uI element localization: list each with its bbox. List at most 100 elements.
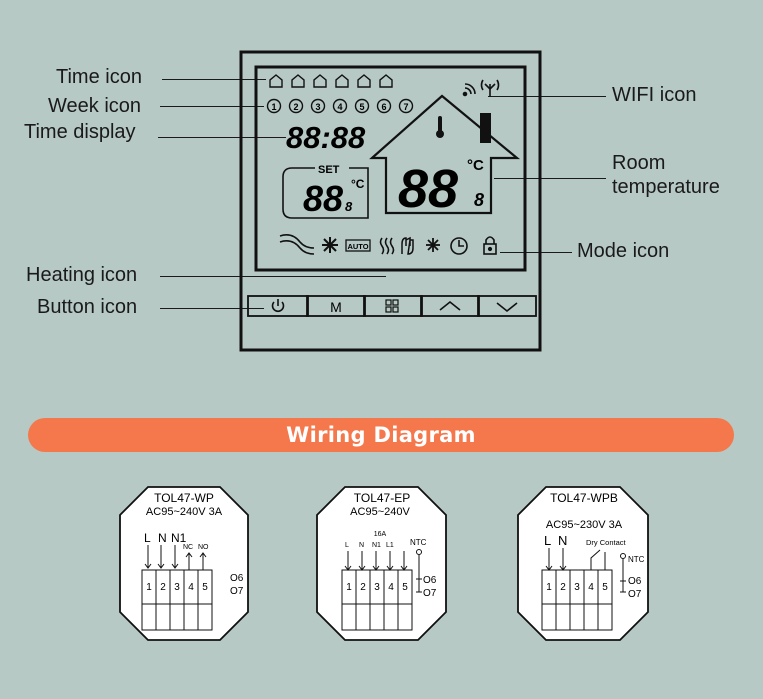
leader-heating-icon [160, 276, 386, 277]
wire-label: N1 [372, 542, 381, 549]
menu-button[interactable] [363, 295, 423, 317]
week-day-circle [332, 98, 348, 114]
module-rating: AC95~240V [350, 506, 410, 518]
schedule-house-icon [357, 74, 371, 88]
terminal-number: 5 [202, 582, 208, 593]
power-icon [271, 299, 285, 313]
week-day-6: 6 [381, 102, 386, 112]
terminal-number: 1 [346, 582, 352, 593]
week-day-circle [354, 98, 370, 114]
leader-button-icon [160, 308, 264, 309]
set-temp-decimal: 8 [345, 199, 353, 214]
week-day-circle [266, 98, 282, 114]
clock-icon [450, 237, 468, 255]
week-day-circle [376, 98, 392, 114]
wire-arrows [144, 545, 207, 570]
terminal-number: 1 [546, 582, 552, 593]
side-terminal: O6 [423, 575, 437, 586]
leader-week-icon [160, 106, 264, 107]
terminal-number: 2 [160, 582, 166, 593]
terminal-number: 3 [174, 582, 180, 593]
chevron-down-icon [496, 302, 518, 313]
week-day-circle [288, 98, 304, 114]
auto-label: AUTO [347, 242, 368, 251]
wire-label: L [544, 533, 551, 548]
wifi-icon [462, 83, 476, 97]
leader-wifi-icon [488, 96, 606, 97]
terminal-block [341, 569, 413, 631]
wire-label: NO [198, 544, 209, 551]
wire-label: NC [183, 544, 193, 551]
terminal-number: 4 [388, 582, 394, 593]
room-temp-value: 88 [398, 159, 458, 219]
lock-icon [483, 236, 497, 255]
thermostat-frame [239, 50, 542, 352]
terminal-number: 5 [602, 582, 608, 593]
module-outline [119, 486, 249, 641]
up-button[interactable] [420, 295, 480, 317]
week-icons: 1 2 3 4 5 6 7 [266, 98, 414, 114]
week-day-3: 3 [315, 102, 320, 112]
down-button[interactable] [477, 295, 537, 317]
week-day-5: 5 [359, 102, 364, 112]
module-model: TOL47-EP [354, 491, 410, 505]
terminal-number: 4 [588, 582, 594, 593]
antenna-icon [480, 79, 500, 97]
floor-heating-icon [279, 234, 315, 255]
chimney [480, 113, 491, 143]
house-outline [369, 94, 521, 215]
mode-button[interactable]: M [306, 295, 366, 317]
module-tol47-wpb: TOL47-WPB AC95~230V 3A L N Dry Contact N… [517, 486, 649, 641]
wire-arrows [344, 549, 422, 593]
wire-label: L [144, 531, 151, 545]
terminal-number: 1 [146, 582, 152, 593]
callout-room-temp-line1: Room [612, 152, 666, 174]
wire-label: N [359, 542, 364, 549]
terminal-number: 5 [402, 582, 408, 593]
module-tol47-ep: TOL47-EP AC95~240V 16A L N N1 L1 NTC 1 2… [316, 486, 447, 641]
fan-icon [322, 237, 338, 253]
schedule-house-icon [313, 74, 327, 88]
week-day-4: 4 [337, 102, 342, 112]
callout-time-display: Time display [24, 121, 136, 143]
week-day-1: 1 [271, 102, 276, 112]
leader-time-display [158, 137, 286, 138]
set-temp-frame [282, 167, 369, 219]
callout-heating-icon: Heating icon [26, 264, 138, 286]
terminal-block [541, 569, 613, 631]
side-terminal: O7 [230, 586, 244, 597]
wiring-diagram-banner: Wiring Diagram [28, 418, 734, 452]
auto-badge [345, 239, 371, 252]
callout-time-icon: Time icon [56, 66, 142, 88]
wire-arrows [545, 548, 626, 593]
week-day-circle [310, 98, 326, 114]
lcd-screen [254, 65, 527, 272]
module-tol47-wp: TOL47-WP AC95~240V 3A L N N1 NC NO 1 2 3… [119, 486, 249, 641]
wire-label: L [345, 542, 349, 549]
schedule-house-icon [335, 74, 349, 88]
set-label-bg [315, 162, 349, 174]
snowflake-icon [426, 238, 440, 252]
room-temp-unit: °C [467, 157, 484, 174]
side-terminal: O7 [628, 589, 642, 600]
side-terminal: O6 [230, 573, 244, 584]
set-label: SET [318, 164, 340, 176]
schedule-house-icon [379, 74, 393, 88]
callout-mode-icon: Mode icon [577, 240, 670, 262]
side-terminal: O6 [628, 576, 642, 587]
set-temp-value: 88 [303, 178, 343, 219]
leader-time-icon [162, 79, 266, 80]
ntc-label: NTC [628, 555, 645, 564]
week-day-2: 2 [293, 102, 298, 112]
wire-label: N [158, 531, 167, 545]
banner-title: Wiring Diagram [286, 423, 476, 447]
dry-contact-label: Dry Contact [586, 538, 627, 547]
power-button[interactable] [247, 295, 309, 317]
room-temp-decimal: 8 [474, 190, 484, 210]
module-model: TOL47-WP [154, 491, 214, 505]
wire-label: N [558, 533, 567, 548]
module-outline [316, 486, 447, 641]
terminal-number: 4 [188, 582, 194, 593]
side-terminal: O7 [423, 588, 437, 599]
